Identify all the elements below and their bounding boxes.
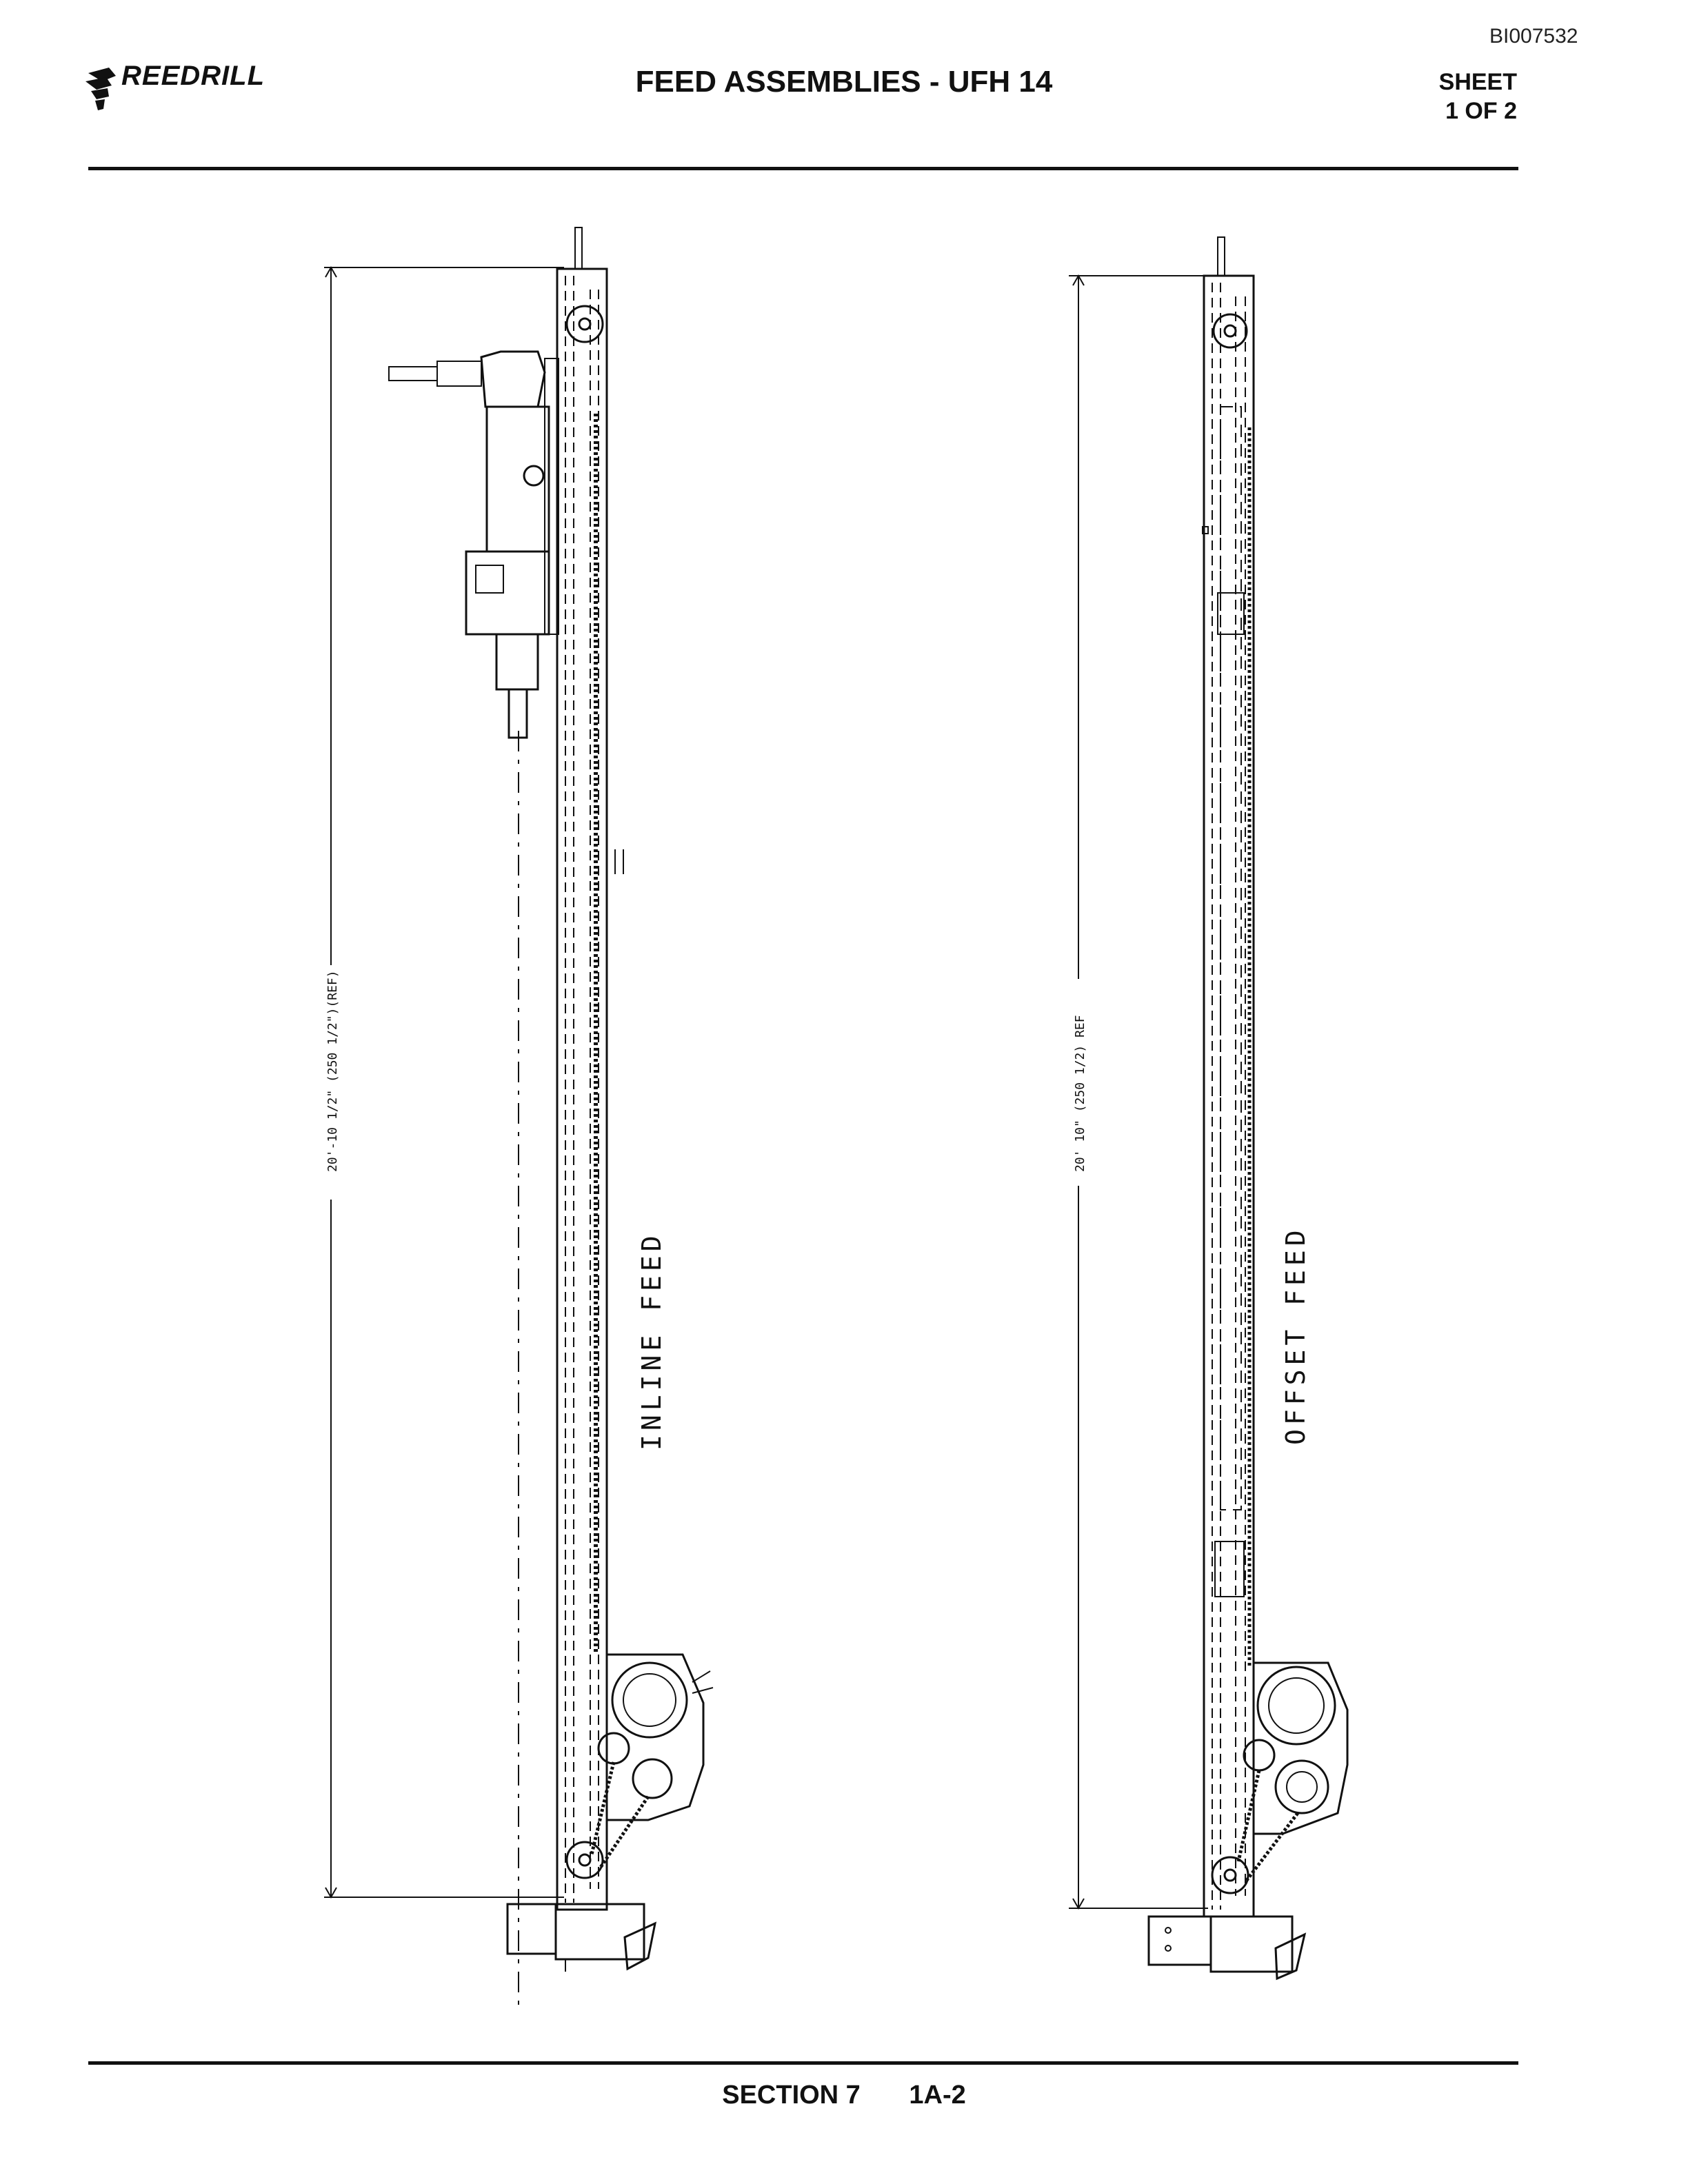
footer-rule [88,2061,1518,2065]
inline-feed-label: INLINE FEED [636,1231,667,1450]
sheet-number: 1 OF 2 [1445,98,1517,124]
offset-feed-label: OFFSET FEED [1280,1226,1311,1445]
offset-bottom-sprocket [1211,1856,1249,1894]
inline-bottom-sprocket [565,1841,604,1879]
offset-foot-centralizer [1147,1915,1307,1981]
inline-foot-centralizer [506,1903,657,1972]
logo-wordmark: REEDRILL [121,61,265,91]
page-footer: SECTION 7 1A-2 [0,2081,1688,2110]
offset-top-sprocket [1212,313,1248,349]
offset-feed-assembly [1069,236,1349,1981]
inline-top-rod [574,227,583,270]
inline-gear-housing [590,1653,714,1870]
inline-dimension-line [324,265,564,1899]
header-rule [88,167,1518,170]
document-id: BI007532 [1489,25,1578,48]
inline-top-sprocket [565,305,604,343]
drill-bit-logo-icon [86,68,116,110]
offset-top-rod [1217,236,1225,276]
offset-dimension-label: 20' 10" (250 1/2) REF [1073,1015,1087,1172]
page-number: 1A-2 [909,2081,966,2110]
inline-feed-beam [556,267,608,1911]
offset-feed-cylinder [1220,406,1242,1510]
offset-feed-beam [1203,274,1255,1918]
reedrill-logo: REEDRILL [81,61,302,123]
sheet-indicator: SHEET 1 OF 2 [1365,68,1517,125]
inline-feed-assembly [324,227,714,2013]
offset-dimension-line [1069,274,1208,1910]
section-number: SECTION 7 [722,2081,861,2110]
inline-dimension-label: 20'-10 1/2" (250 1/2")(REF) [325,970,340,1172]
inline-rock-drill [388,350,559,739]
page-title: FEED ASSEMBLIES - UFH 14 [635,65,1053,99]
offset-gear-housing [1236,1661,1349,1883]
sheet-label: SHEET [1438,69,1517,95]
